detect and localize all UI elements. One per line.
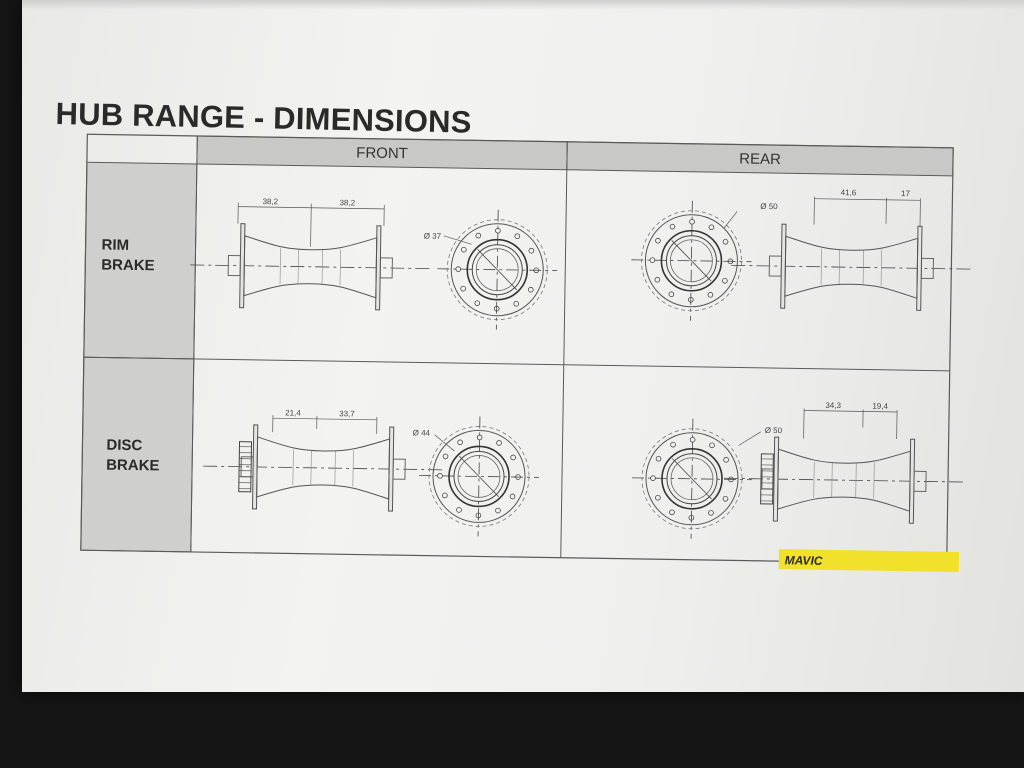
disc-front-right-dim: 33,7 [339,409,355,418]
disc-label-line2: BRAKE [106,457,160,475]
rim-rear-hub-side-view: 41,6 17 [730,188,973,312]
rim-front-left-dim: 38,2 [262,197,278,206]
rim-rear-right-dim: 17 [901,189,911,198]
disc-rear-right-dim: 19,4 [872,402,888,411]
rim-rear-flange-dim: Ø 50 [760,202,778,211]
mavic-logo-strip [778,549,959,572]
front-header-label: FRONT [356,144,408,162]
disc-front-flange-dim: Ø 44 [413,428,431,437]
disc-rear-hub-side-view: 34,3 19,4 [722,401,966,525]
rear-header-label: REAR [739,150,781,168]
disc-front-hub-side-view: 21,4 33,7 [201,408,445,513]
rim-rear-left-dim: 41,6 [841,188,857,197]
rim-front-right-dim: 38,2 [339,198,355,207]
disc-rear-flange-view: Ø 50 [630,417,783,541]
rim-label-line1: RIM [101,236,129,253]
rim-label-line2: BRAKE [101,256,155,274]
disc-rear-left-dim: 34,3 [825,401,841,410]
disc-brake-label-cell [80,356,195,553]
disc-rear-flange-dim: Ø 50 [765,426,783,435]
rim-front-flange-view: Ø 37 [424,207,559,332]
disc-front-left-dim: 21,4 [285,408,301,417]
rim-front-hub-side-view: 38,2 38,2 [189,197,432,312]
rim-rear-flange-view: Ø 50 [629,199,778,323]
disc-front-flange-view: Ø 44 [413,414,541,539]
dimension-table [80,133,954,565]
disc-label-line1: DISC [106,437,142,455]
mavic-logo: MAVIC [785,553,823,568]
rim-front-flange-dim: Ø 37 [424,232,442,241]
